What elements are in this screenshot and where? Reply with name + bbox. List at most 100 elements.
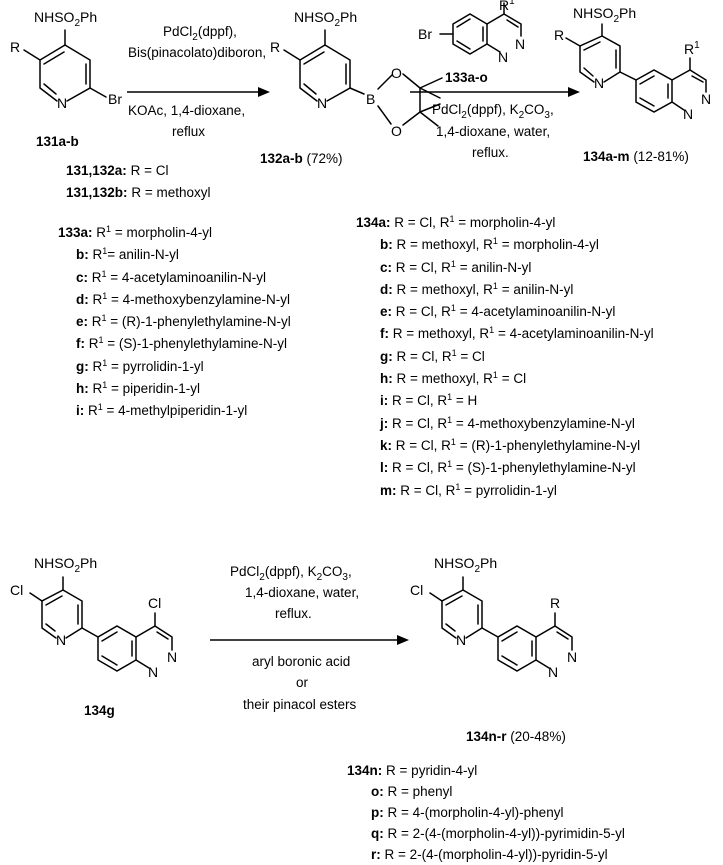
- svg-text:PdCl2(dppf),: PdCl2(dppf),: [163, 24, 237, 43]
- definition-row: o: R = phenyl: [347, 781, 625, 802]
- definition-row: 134n: R = pyridin-4-yl: [347, 760, 625, 781]
- definition-text: R1 = (S)-1-phenylethylamine-N-yl: [88, 335, 287, 352]
- svg-text:PdCl2(dppf), K2CO3,: PdCl2(dppf), K2CO3,: [230, 564, 352, 583]
- svg-text:reflux.: reflux.: [472, 145, 509, 160]
- svg-text:N: N: [594, 75, 604, 91]
- compound-134: NHSO2Ph R N R1 N N 134a-m (12-81%): [554, 5, 711, 164]
- definition-text: R = Cl, R1 = pyrrolidin-1-yl: [400, 481, 557, 498]
- definition-text: R = pyridin-4-yl: [386, 763, 478, 778]
- svg-text:Cl: Cl: [148, 595, 161, 611]
- definition-label: q:: [371, 826, 384, 841]
- svg-text:1,4-dioxane, water,: 1,4-dioxane, water,: [245, 585, 359, 600]
- definition-text: R1 = 4-methylpiperidin-1-yl: [88, 402, 248, 419]
- svg-text:N: N: [148, 664, 158, 680]
- compound-label-133: 133a-o: [445, 70, 488, 85]
- definition-row: 133a: R1 = morpholin-4-yl: [58, 222, 291, 244]
- definition-text: R1 = pyrrolidin-1-yl: [92, 357, 204, 374]
- definition-text: R = 4-(morpholin-4-yl)-phenyl: [387, 805, 564, 820]
- compound-134nr: NHSO2Ph Cl N R N N 134n-r (20-48%): [410, 555, 577, 744]
- definition-label: d:: [380, 281, 393, 297]
- svg-text:or: or: [296, 675, 309, 690]
- definition-label: 134a:: [356, 215, 391, 230]
- definition-label: m:: [380, 482, 397, 498]
- definition-label: f:: [76, 336, 85, 352]
- definition-row: h: R = methoxyl, R1 = Cl: [356, 368, 654, 390]
- definition-row: f: R = methoxyl, R1 = 4-acetylaminoanili…: [356, 323, 654, 345]
- svg-text:R: R: [554, 27, 564, 43]
- reagent-bis-pinacolato: Bis(pinacolato)diboron,: [128, 45, 266, 60]
- svg-text:1,4-dioxane, water,: 1,4-dioxane, water,: [436, 124, 550, 139]
- reaction-arrow-1: PdCl2(dppf), Bis(pinacolato)diboron, KOA…: [127, 24, 270, 139]
- svg-text:NHSO2Ph: NHSO2Ph: [34, 555, 97, 575]
- definition-row: q: R = 2-(4-(morpholin-4-yl))-pyrimidin-…: [347, 823, 625, 844]
- definition-row: j: R = Cl, R1 = 4-methoxybenzylamine-N-y…: [356, 413, 654, 435]
- definition-row: l: R = Cl, R1 = (S)-1-phenylethylamine-N…: [356, 457, 654, 479]
- definition-text: R = methoxyl, R1 = morpholin-4-yl: [396, 236, 599, 253]
- svg-text:N: N: [567, 649, 577, 665]
- oxygen-atom-1: O: [391, 65, 402, 81]
- svg-text:N: N: [515, 36, 525, 52]
- r-def-a: 131,132a: R = Cl: [66, 163, 168, 178]
- svg-text:N: N: [498, 49, 508, 65]
- svg-text:PdCl2(dppf), K2CO3,: PdCl2(dppf), K2CO3,: [432, 102, 554, 121]
- definition-row: c: R1 = 4-acetylaminoanilin-N-yl: [58, 267, 291, 289]
- compound-label-134nr: 134n-r (20-48%): [466, 729, 566, 744]
- definition-label: c:: [380, 259, 393, 275]
- definition-row: i: R1 = 4-methylpiperidin-1-yl: [58, 400, 291, 422]
- definition-label: i:: [76, 403, 85, 419]
- svg-text:NHSO2Ph: NHSO2Ph: [294, 9, 357, 29]
- definition-text: R = methoxyl, R1 = 4-acetylaminoanilin-N…: [392, 325, 654, 342]
- definition-label: h:: [76, 381, 89, 397]
- definition-label: r:: [371, 847, 381, 862]
- svg-text:NHSO2Ph: NHSO2Ph: [573, 5, 636, 25]
- definition-label: l:: [380, 460, 389, 476]
- svg-text:R: R: [550, 595, 560, 611]
- definition-text: R1 = (R)-1-phenylethylamine-N-yl: [91, 313, 291, 330]
- definition-text: R = Cl, R1 = morpholin-4-yl: [394, 214, 556, 231]
- svg-text:Cl: Cl: [410, 582, 423, 598]
- definition-text: R1 = 4-methoxybenzylamine-N-yl: [92, 290, 290, 307]
- definition-text: R = methoxyl, R1 = Cl: [396, 370, 527, 387]
- reaction-arrow-3: PdCl2(dppf), K2CO3, 1,4-dioxane, water, …: [210, 564, 409, 712]
- svg-text:N: N: [456, 632, 466, 648]
- svg-text:aryl boronic acid: aryl boronic acid: [252, 654, 350, 669]
- compound-131: NHSO2Ph R N Br 131a-b: [10, 9, 122, 149]
- definition-label: 133a:: [58, 225, 93, 240]
- definition-text: R = 2-(4-(morpholin-4-yl))-pyrimidin-5-y…: [387, 826, 625, 841]
- definition-label: g:: [76, 358, 89, 374]
- definition-label: b:: [380, 237, 393, 253]
- definition-text: R = Cl, R1 = H: [392, 392, 478, 409]
- svg-text:R1: R1: [684, 40, 700, 57]
- definition-text: R1 = morpholin-4-yl: [96, 224, 212, 241]
- ring-nitrogen: N: [57, 95, 67, 111]
- definition-label: h:: [380, 371, 393, 387]
- definition-row: b: R1= anilin-N-yl: [58, 244, 291, 266]
- reagent-koac: KOAc, 1,4-dioxane,: [128, 103, 245, 118]
- svg-text:N: N: [317, 95, 327, 111]
- compound-label-134g: 134g: [84, 703, 115, 718]
- svg-text:their pinacol esters: their pinacol esters: [243, 697, 357, 712]
- definition-row: 134a: R = Cl, R1 = morpholin-4-yl: [356, 212, 654, 234]
- compound-134g: NHSO2Ph Cl N Cl N N 134g: [10, 555, 177, 718]
- svg-text:N: N: [548, 664, 558, 680]
- compound-label-134: 134a-m (12-81%): [583, 149, 689, 164]
- definition-row: c: R = Cl, R1 = anilin-N-yl: [356, 257, 654, 279]
- compound-133: Br R1 N N 133a-o: [418, 0, 525, 85]
- definition-text: R = Cl, R1 = (S)-1-phenylethylamine-N-yl: [392, 459, 636, 476]
- definition-row: h: R1 = piperidin-1-yl: [58, 378, 291, 400]
- definition-label: g:: [380, 348, 393, 364]
- definition-row: r: R = 2-(4-(morpholin-4-yl))-pyridin-5-…: [347, 844, 625, 865]
- definition-text: R1 = 4-acetylaminoanilin-N-yl: [91, 268, 266, 285]
- definition-text: R = phenyl: [387, 784, 453, 799]
- definition-text: R = Cl, R1 = Cl: [396, 347, 485, 364]
- definition-label: e:: [380, 304, 393, 320]
- svg-text:N: N: [683, 106, 693, 122]
- boron-atom: B: [366, 91, 375, 107]
- svg-text:Cl: Cl: [10, 582, 23, 598]
- definition-label: j:: [380, 415, 389, 431]
- definition-text: R = Cl, R1 = anilin-N-yl: [395, 258, 532, 275]
- svg-text:NHSO2Ph: NHSO2Ph: [434, 555, 497, 575]
